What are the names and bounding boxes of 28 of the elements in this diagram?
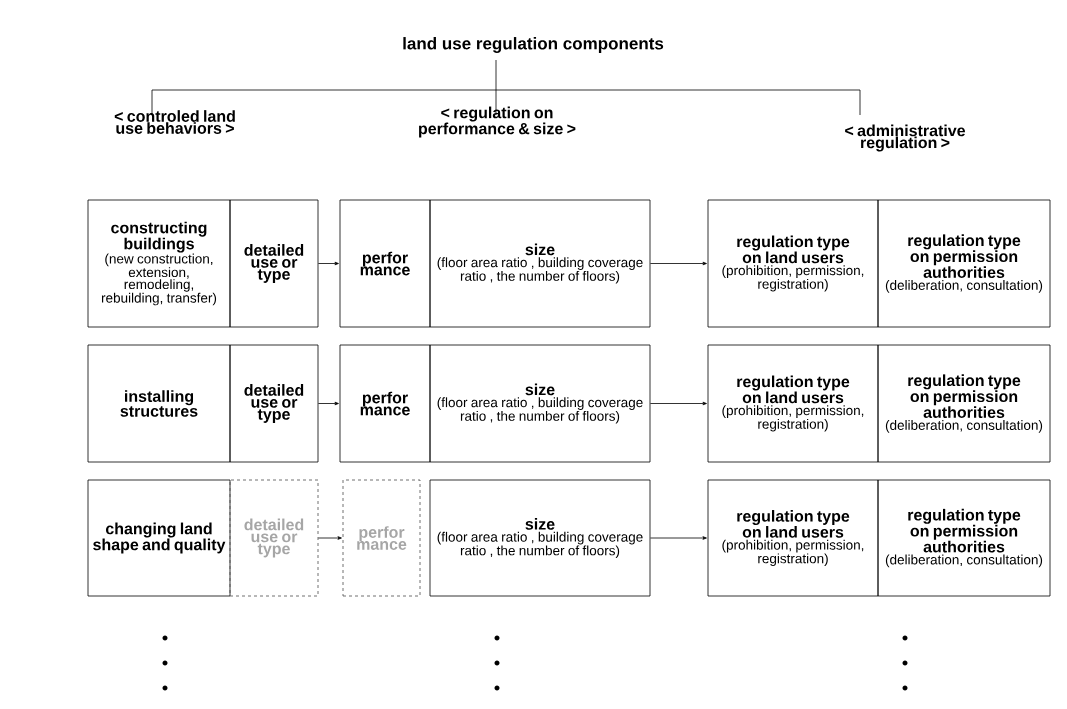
column-heading: < regulation on performance & size > [419,106,576,138]
size-cell: size (floor area ratio , building coverage ratio , the number of floors) [429,344,651,463]
land-user-regulation-cell: regulation type on land users (prohibition, permission, registration) [707,199,879,328]
activity-cell: changing land shape and quality [87,479,231,597]
arrow [650,401,707,406]
use-type-cell: detailed use or type [229,199,319,328]
use-type-cell: detailed use or type [229,479,319,597]
activity-cell: installing structures [87,344,231,463]
authority-regulation-cell: regulation type on permission authorities (deliberation, consultation) [877,344,1051,463]
authority-regulation-cell: regulation type on permission authorities (deliberation, consultation) [877,199,1051,328]
column-heading: < administrative regulation > [845,124,966,152]
size-cell: size (floor area ratio , building coverage ratio , the number of floors) [429,199,651,328]
land-user-regulation-cell: regulation type on land users (prohibition, permission, registration) [707,479,879,597]
arrow [650,536,707,540]
performance-cell: perfor mance [342,479,421,597]
land-user-regulation-cell: regulation type on land users (prohibition, permission, registration) [707,344,879,463]
authority-regulation-cell: regulation type on permission authorities (deliberation, consultation) [877,479,1051,597]
arrow [650,261,707,266]
column-heading: < controled land use behaviors > [114,110,235,134]
activity-cell: constructing buildings (new construction, extension, remodeling, rebuilding, transfer) [87,199,231,328]
title: land use regulation components [403,37,664,53]
performance-cell: perfor mance [339,199,431,328]
performance-cell: perfor mance [339,344,431,463]
size-cell: size (floor area ratio , building coverage ratio , the number of floors) [429,479,651,597]
arrow [318,261,339,266]
arrow [318,536,342,540]
arrow [318,401,339,406]
use-type-cell: detailed use or type [229,344,319,463]
